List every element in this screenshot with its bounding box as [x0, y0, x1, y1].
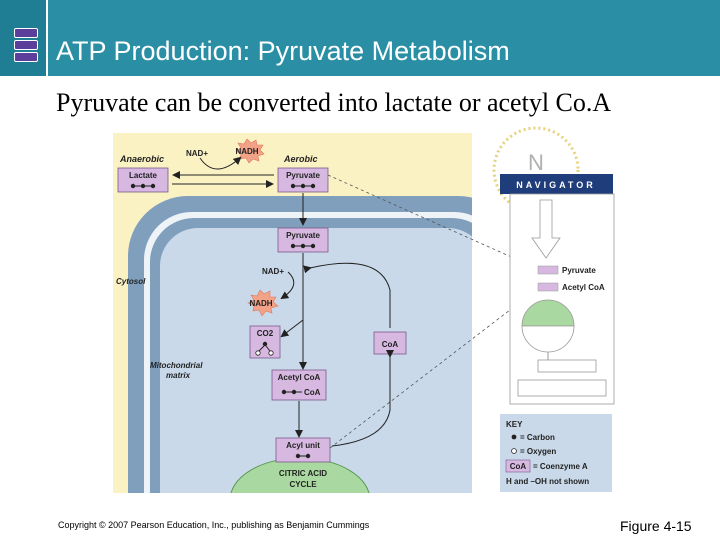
- lactate-label: Lactate: [129, 171, 158, 180]
- citric-acid-label-1: CITRIC ACID: [279, 469, 327, 478]
- cytosol-label: Cytosol: [116, 277, 146, 286]
- copyright-notice: Copyright © 2007 Pearson Education, Inc.…: [58, 520, 370, 530]
- citric-acid-label-2: CYCLE: [289, 480, 317, 489]
- connector-dashed-line-top: [327, 174, 537, 269]
- key-coenzyme-label: = Coenzyme A: [533, 462, 588, 471]
- title-divider: [46, 0, 48, 76]
- navigator-pyruvate-label: Pyruvate: [562, 266, 596, 275]
- oxygen-key-icon: [511, 448, 517, 454]
- key-title: KEY: [506, 420, 523, 429]
- navigator-down-arrow-icon: [531, 199, 561, 259]
- navigator-acetyl-coa-label: Acetyl CoA: [562, 283, 605, 292]
- pyruvate-label-mid: Pyruvate: [286, 231, 320, 240]
- acetyl-coa-molecule: [281, 389, 302, 395]
- title-bar-strip: [0, 0, 46, 76]
- carbon-key-icon: [511, 434, 517, 440]
- mitochondrial-matrix-label-1: Mitochondrial: [150, 361, 203, 370]
- navigator-panel: [509, 193, 615, 405]
- key-coa-box-label: CoA: [510, 462, 527, 471]
- navigator-label: NAVIGATOR: [516, 180, 596, 190]
- menu-bar-icon: [14, 40, 38, 50]
- navigator-banner: [500, 174, 613, 194]
- acetyl-coa-label: Acetyl CoA: [278, 373, 321, 382]
- slide-subtitle: Pyruvate can be converted into lactate o…: [56, 88, 612, 117]
- pyruvate-label-top: Pyruvate: [286, 171, 320, 180]
- coa-recycle-arrow-top: [303, 262, 391, 328]
- title-bar: ATP Production: Pyruvate Metabolism: [0, 0, 720, 76]
- figure-label: Figure 4-15: [620, 518, 692, 534]
- acetyl-coa-box: [271, 369, 327, 401]
- pyruvate-carbon-chain-mid: [290, 243, 316, 249]
- co2-release-arrow: [280, 319, 304, 338]
- mitochondrial-matrix-label-2: matrix: [166, 371, 191, 380]
- navigator-pyruvate-chip: [537, 265, 559, 275]
- coa-key-box: [505, 459, 531, 473]
- mitochondrial-matrix: [160, 228, 472, 493]
- acyl-unit-box: [275, 437, 331, 463]
- nadh-burst-mid: [247, 289, 279, 317]
- pyruvate-carbon-chain-top: [290, 183, 316, 189]
- aerobic-label: Aerobic: [283, 154, 318, 164]
- acetyl-coa-attached-coa: CoA: [304, 388, 321, 397]
- acyl-unit-label: Acyl unit: [286, 441, 320, 450]
- key-carbon-label: = Carbon: [520, 433, 555, 442]
- menu-bar-icon: [14, 28, 38, 38]
- acyl-unit-molecule: [295, 453, 311, 459]
- key-oxygen-label: = Oxygen: [520, 447, 556, 456]
- navigator-letter: N: [528, 150, 544, 175]
- key-note: H and –OH not shown: [506, 477, 589, 486]
- coa-recycle-arrow-bottom: [331, 350, 394, 447]
- nad-nadh-arrow-top: [199, 156, 242, 170]
- anaerobic-label: Anaerobic: [119, 154, 164, 164]
- coa-label: CoA: [382, 340, 399, 349]
- nadh-burst-top: [235, 138, 265, 164]
- navigator-acetyl-chip: [537, 282, 559, 292]
- connector-dashed-line-bottom: [329, 289, 537, 449]
- menu-bar-icon: [14, 52, 38, 62]
- co2-label: CO2: [257, 329, 274, 338]
- navigator-citric-cycle-icon: [521, 299, 575, 360]
- nad-nadh-arrow-mid: [280, 271, 295, 300]
- key-panel: [500, 414, 612, 492]
- nad-plus-label-mid: NAD+: [262, 267, 284, 276]
- navigator-step-box: [537, 359, 597, 373]
- nadh-label-top: NADH: [235, 147, 258, 156]
- slide-title: ATP Production: Pyruvate Metabolism: [56, 36, 510, 66]
- nad-plus-label: NAD+: [186, 149, 208, 158]
- navigator-bottom-box: [517, 379, 607, 397]
- co2-molecule: [255, 341, 274, 356]
- lactate-carbon-chain: [130, 183, 156, 189]
- nadh-label-mid: NADH: [249, 299, 272, 308]
